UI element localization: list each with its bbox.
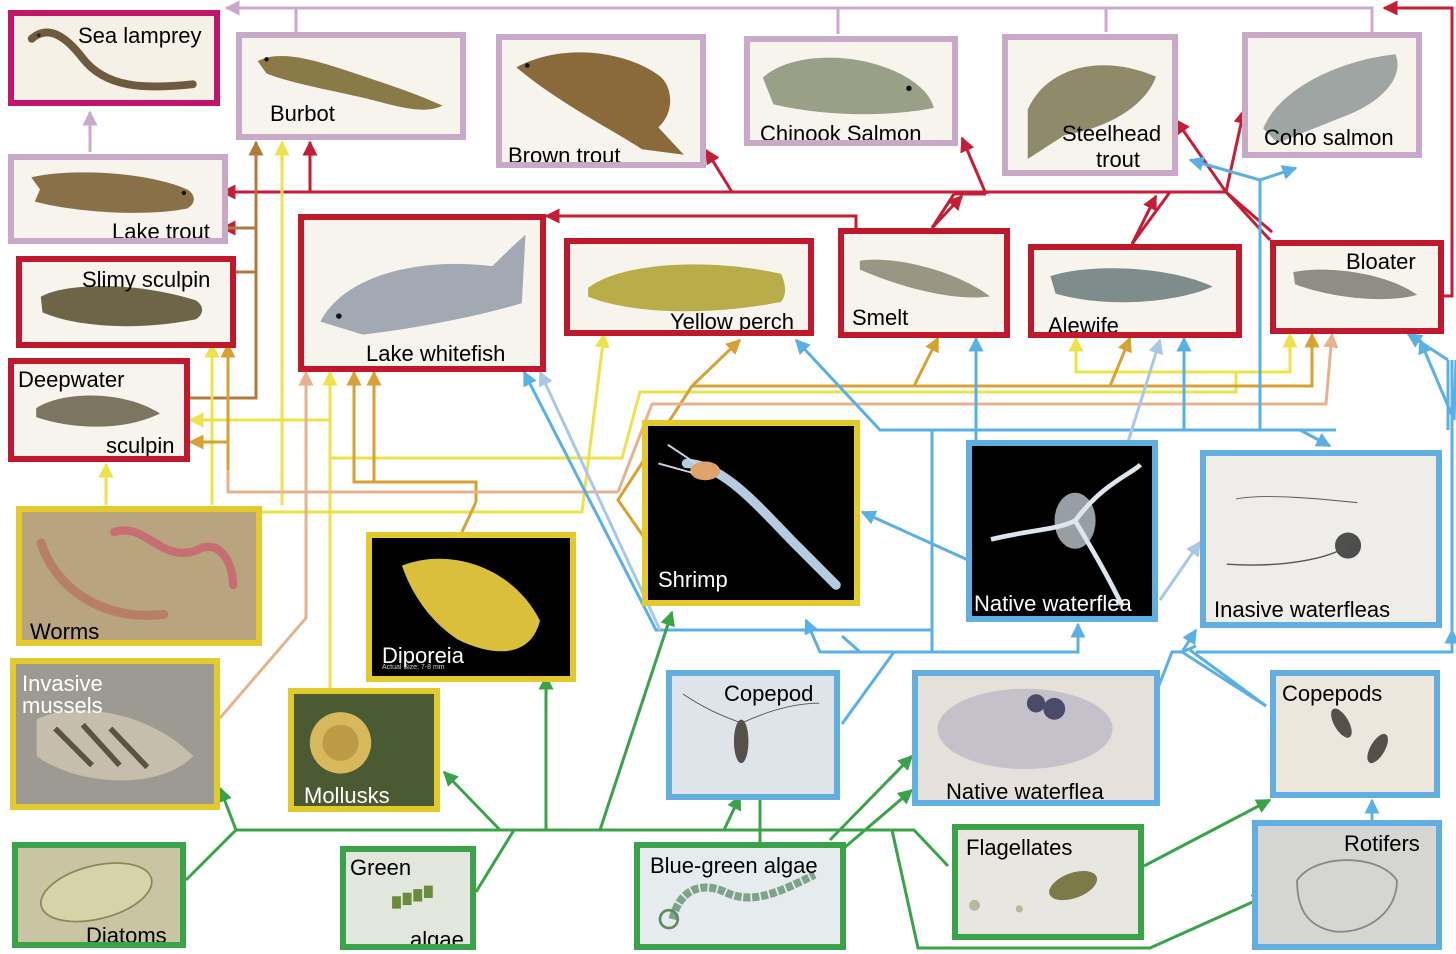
node-label: Bloater <box>1346 250 1416 274</box>
node-coho-salmon: Coho salmon <box>1242 32 1422 158</box>
node-rotifers: Rotifers <box>1252 820 1442 950</box>
node-label: Green <box>350 856 411 880</box>
node-steelhead-trout: Steelhead trout <box>1002 34 1178 176</box>
node-label: algae <box>410 928 464 950</box>
node-label: Lake whitefish <box>366 342 505 366</box>
node-lake-whitefish: Lake whitefish <box>298 214 546 372</box>
node-copepod: Copepod <box>666 670 840 800</box>
node-invasive-mussels: Invasive mussels <box>10 658 220 810</box>
fish-illustration-icon <box>1008 40 1172 170</box>
node-label: Rotifers <box>1344 832 1420 856</box>
node-worms: Worms <box>16 506 262 646</box>
node-label: Deepwater <box>18 368 124 392</box>
node-label: Native waterflea <box>946 780 1104 804</box>
node-bluegreen-algae: Blue-green algae <box>634 842 846 950</box>
node-lake-trout: Lake trout <box>8 154 228 244</box>
node-label: Smelt <box>852 306 908 330</box>
node-copepods: Copepods <box>1270 670 1440 798</box>
node-label: Flagellates <box>966 836 1072 860</box>
node-label: Diatoms <box>86 924 167 948</box>
node-burbot: Burbot <box>236 32 466 140</box>
node-deepwater-sculpin: Deepwater sculpin <box>8 358 190 462</box>
node-mollusks: Mollusks <box>288 688 440 812</box>
node-label: Slimy sculpin <box>82 268 210 292</box>
node-label: trout <box>1096 148 1140 172</box>
node-label: Copepods <box>1282 682 1382 706</box>
node-label: Shrimp <box>658 568 728 592</box>
node-label: Copepod <box>724 682 813 706</box>
node-label: Lake trout <box>112 220 210 244</box>
node-label: Sea lamprey <box>78 24 202 48</box>
node-diporeia: Diporeia Actual Size: 7-8 mm <box>366 532 576 682</box>
node-brown-trout: Brown trout <box>496 34 706 168</box>
node-label: Alewife <box>1048 314 1119 338</box>
node-label: Coho salmon <box>1264 126 1394 150</box>
node-label: Brown trout <box>508 144 621 168</box>
node-sea-lamprey: Sea lamprey <box>8 10 220 106</box>
node-label: Blue-green algae <box>650 854 818 878</box>
node-label: Inasive waterfleas <box>1214 598 1390 622</box>
node-label: Mollusks <box>304 784 390 808</box>
node-chinook-salmon: Chinook Salmon <box>744 36 958 146</box>
node-native-waterflea-top: Native waterflea <box>966 440 1158 622</box>
node-label: Chinook Salmon <box>760 122 921 146</box>
node-green-algae: Green algae <box>340 846 476 950</box>
node-label: Yellow perch <box>670 310 794 334</box>
node-diatoms: Diatoms <box>12 842 186 948</box>
node-yellow-perch: Yellow perch <box>564 238 814 336</box>
node-label: mussels <box>22 694 103 718</box>
node-caption: Actual Size: 7-8 mm <box>382 664 445 672</box>
node-invasive-waterfleas: Inasive waterfleas <box>1200 450 1442 628</box>
node-smelt: Smelt <box>838 228 1010 338</box>
node-label: sculpin <box>106 434 174 458</box>
node-alewife: Alewife <box>1028 244 1242 338</box>
node-label: Native waterflea <box>974 592 1132 616</box>
node-bloater: Bloater <box>1270 240 1444 334</box>
node-native-waterflea-bottom: Native waterflea <box>912 670 1160 806</box>
node-label: Burbot <box>270 102 335 126</box>
node-label: Worms <box>30 620 99 644</box>
node-shrimp: Shrimp <box>642 420 860 606</box>
node-label: Steelhead <box>1062 122 1161 146</box>
node-slimy-sculpin: Slimy sculpin <box>16 256 236 348</box>
node-flagellates: Flagellates <box>952 824 1144 940</box>
